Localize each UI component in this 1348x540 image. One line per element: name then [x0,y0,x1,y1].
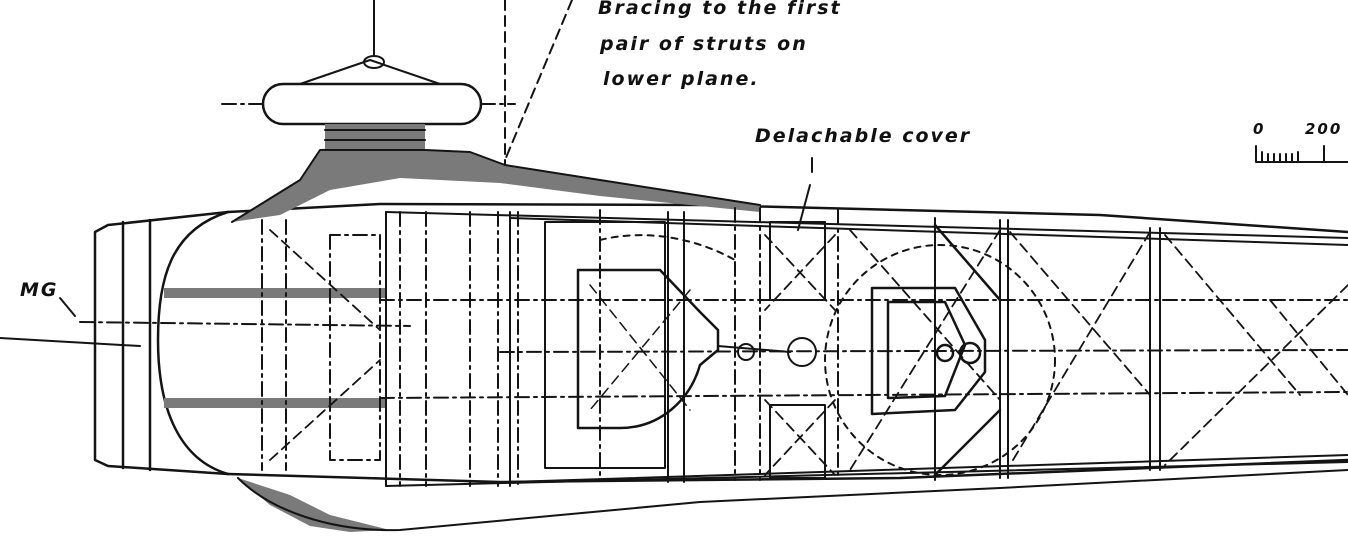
frame-members [385,211,1161,487]
pilot-seat [576,268,720,430]
bracing-note-line-1: Bracing to the first [598,0,842,19]
mg-leader-line [59,297,76,317]
bracing-note-line-2: pair of struts on [599,33,808,55]
machine-gun-center-line [0,321,411,347]
upper-decking [231,147,761,223]
engine-mount [870,223,1002,477]
top-gravity-tank [221,0,516,160]
longerons [385,211,1348,487]
fuel-tank [599,234,1056,476]
cross-bracing [269,229,1348,476]
detachable-cover-leader [797,157,813,231]
detachable-cover-label: Delachable cover [755,125,971,147]
lower-fairing [237,469,1348,532]
scale-zero-label: 0 [1253,120,1265,138]
scale-bar [1255,145,1348,163]
mg-label: MG [20,279,59,301]
internal-frame [261,207,1348,487]
control-column [717,337,817,367]
bracing-note-line-3: lower plane. [603,68,760,90]
scale-200-label: 200 [1305,120,1342,138]
gun-barrels [164,288,386,408]
bracing-leader-line [504,0,573,166]
